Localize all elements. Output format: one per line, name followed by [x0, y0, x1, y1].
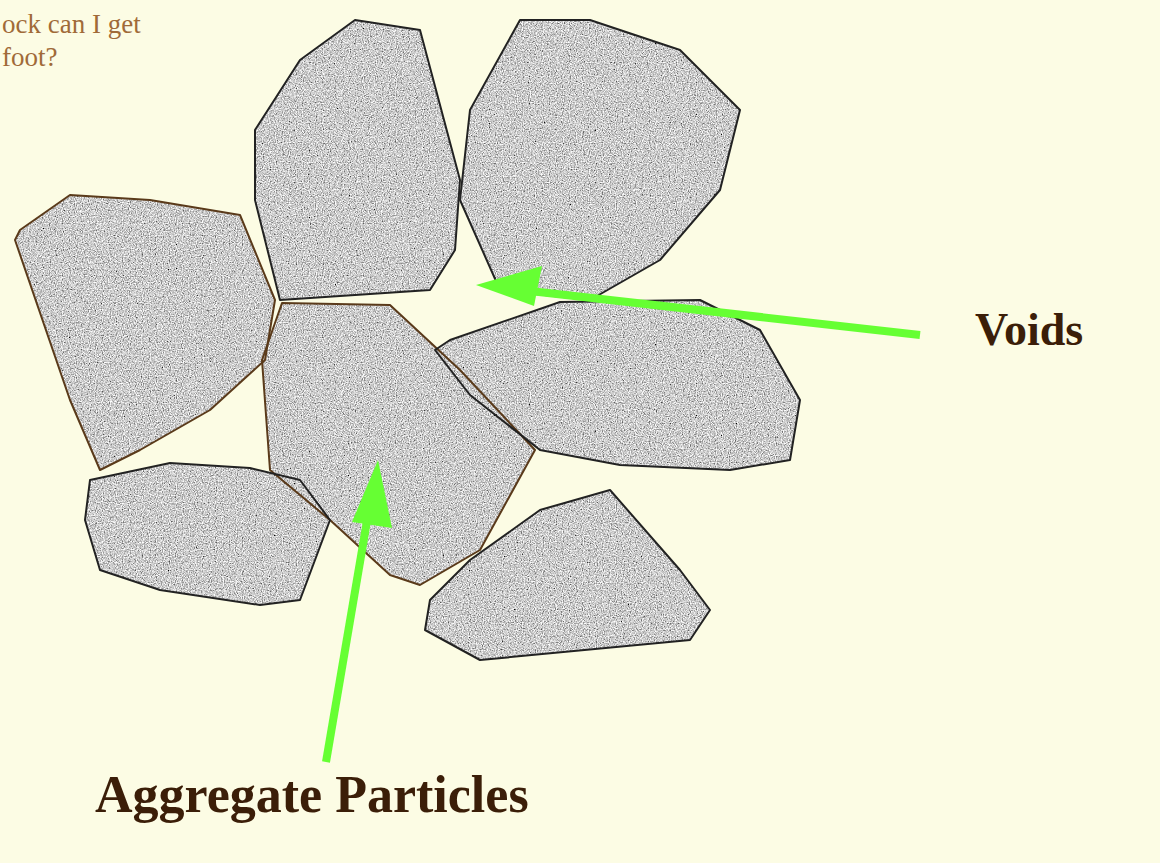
voids-pointer: [476, 266, 920, 335]
rock-outlines: [15, 20, 800, 660]
voids-label: Voids: [975, 303, 1083, 356]
particles-label: Aggregate Particles: [95, 765, 529, 824]
slide-title: ock can I get foot?: [2, 8, 167, 74]
particle-pointer: [326, 460, 392, 762]
rock-fills: [15, 20, 800, 660]
